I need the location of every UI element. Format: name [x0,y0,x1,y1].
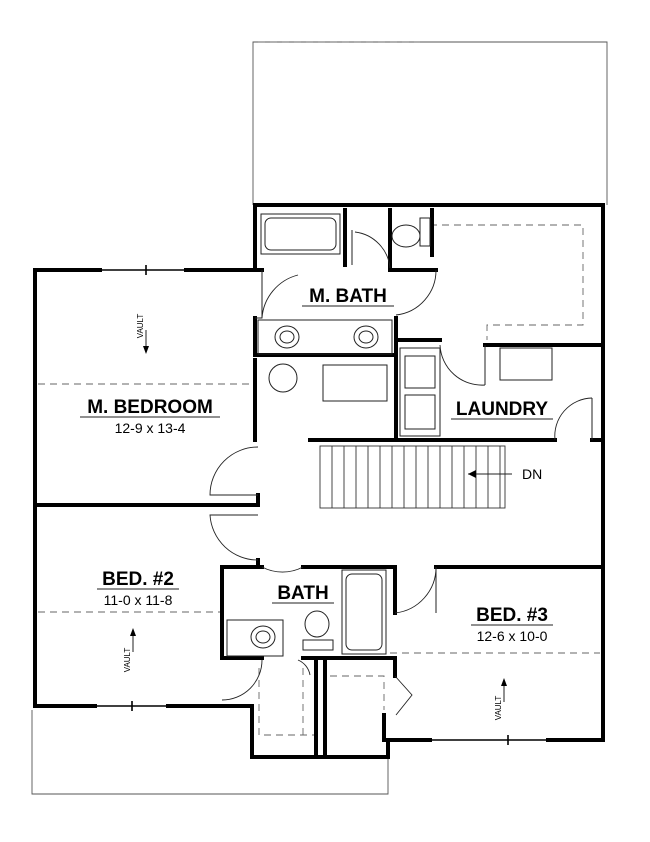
dashed-ceiling-lines [38,41,600,736]
bath-label: BATH [277,583,328,604]
room-labels: M. BATH M. BEDROOM 12-9 x 13-4 LAUNDRY B… [80,286,553,720]
master-bedroom-label: M. BEDROOM [87,397,213,418]
stairs [319,445,512,509]
vault-label-master: VAULT [136,314,145,339]
windows [95,265,548,745]
bedroom-2-label: BED. #2 [102,569,174,590]
master-bedroom-dims: 12-9 x 13-4 [115,420,186,436]
master-bath-label: M. BATH [309,286,387,307]
plumbing-fixtures [226,213,553,657]
door-swings [209,230,593,716]
laundry-label: LAUNDRY [456,399,549,420]
vault-label-bed2: VAULT [123,648,132,673]
vault-arrows [130,330,507,702]
bedroom-3-label: BED. #3 [476,605,548,626]
bedroom-2-dims: 11-0 x 11-8 [104,592,173,608]
bedroom-3-dims: 12-6 x 10-0 [477,628,548,644]
walls [33,203,605,759]
vault-label-bed3: VAULT [494,696,503,721]
roof-outline [31,41,608,795]
stairs-down-label: DN [522,466,542,482]
